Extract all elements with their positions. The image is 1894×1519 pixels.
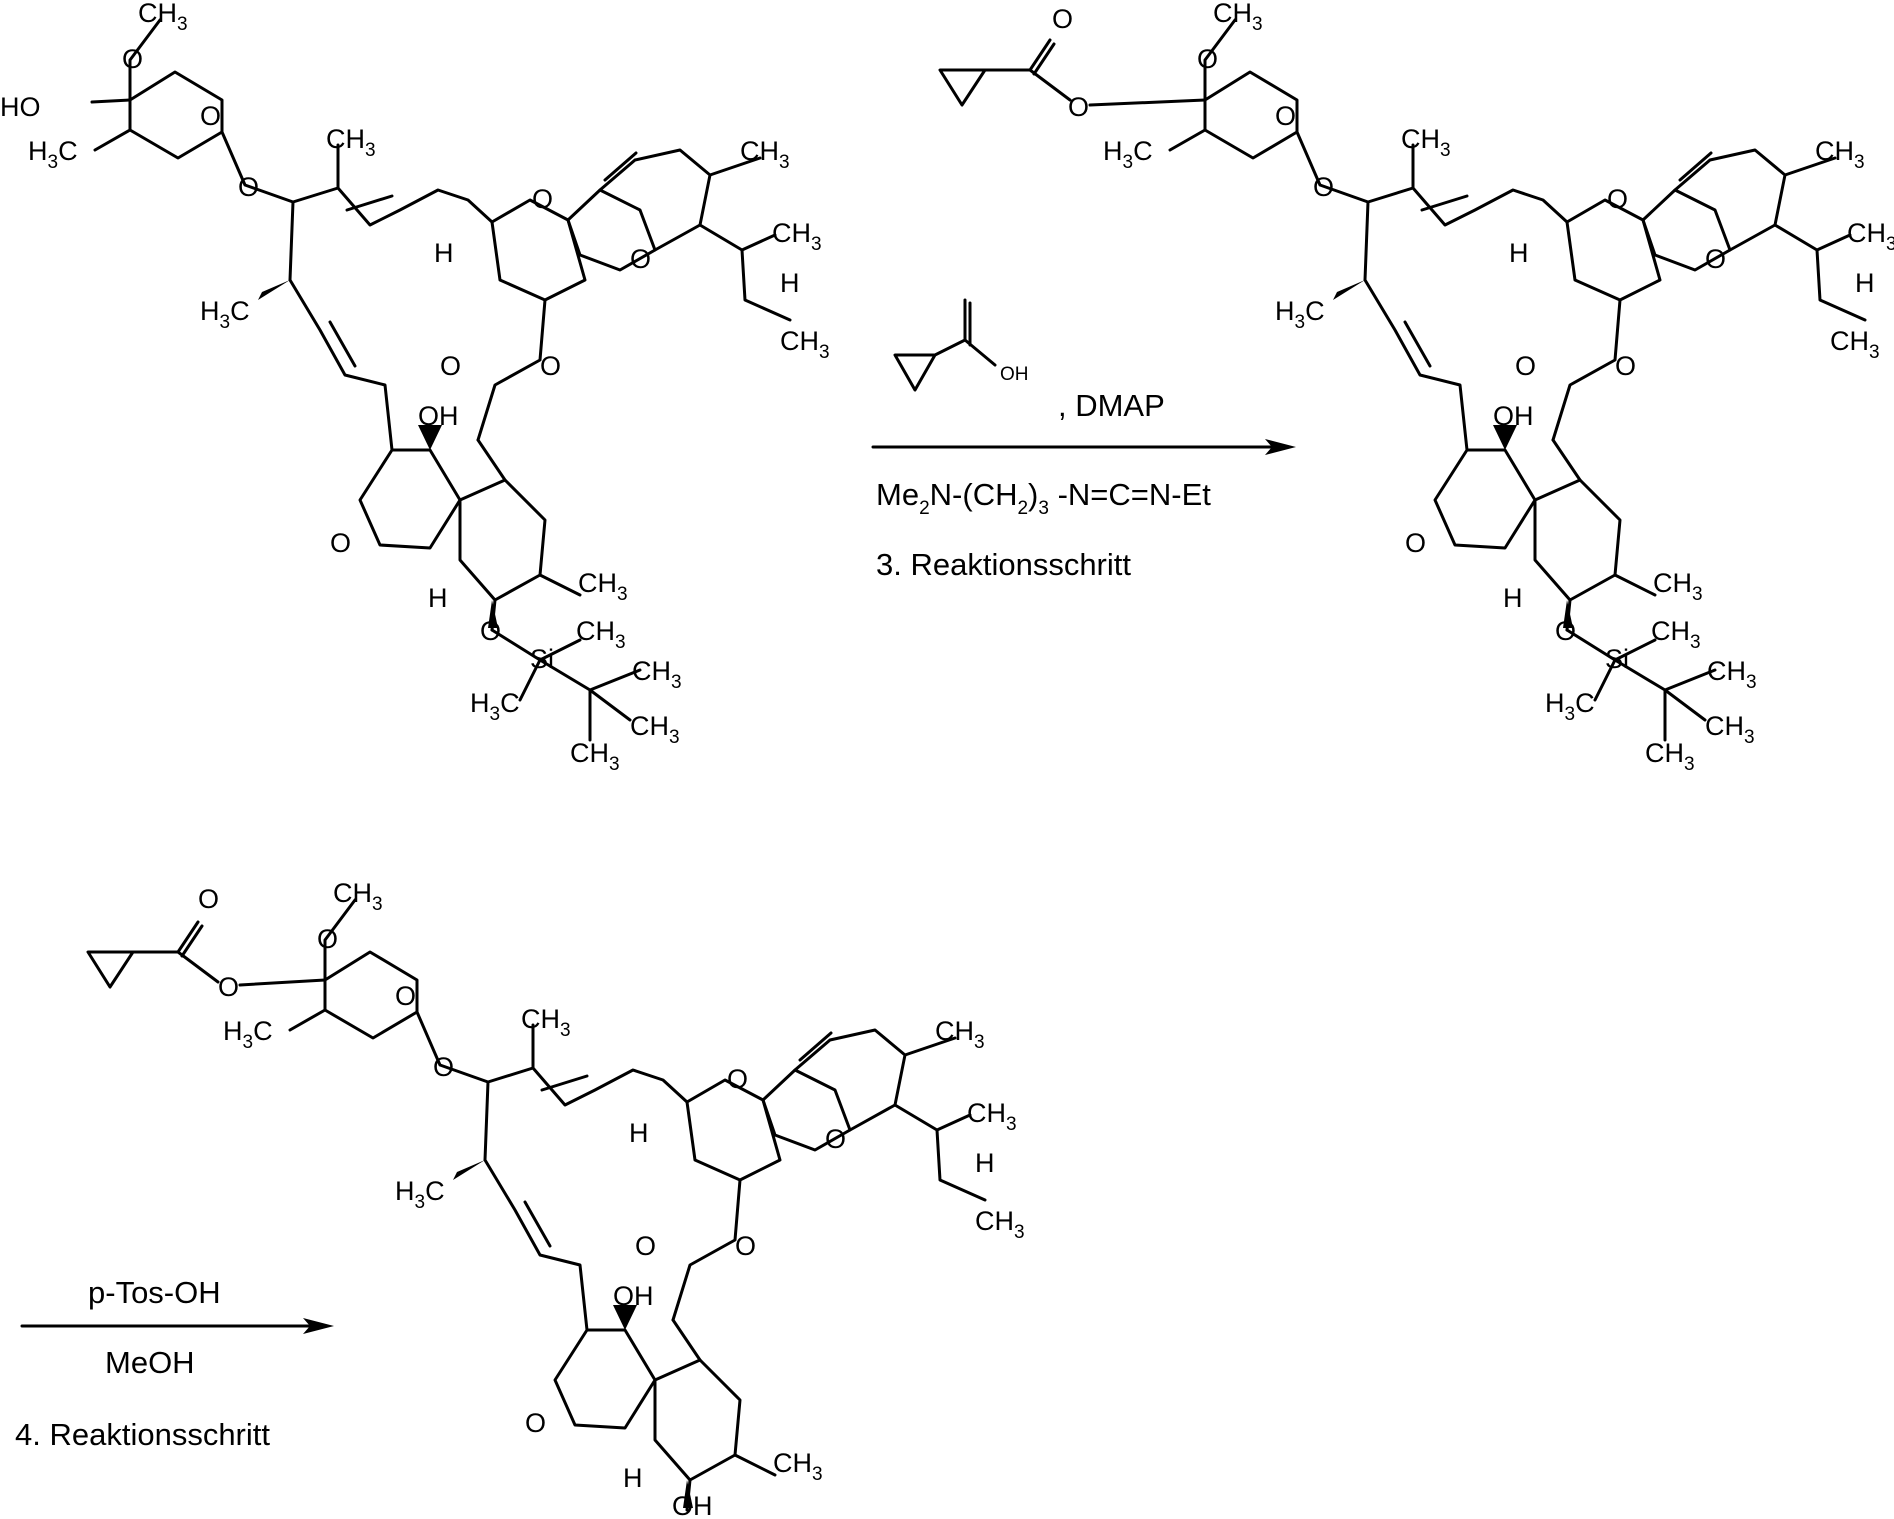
hydrogen-label: H [629, 1118, 649, 1148]
reaction-step-4: p-Tos-OH MeOH 4. Reaktionsschritt [15, 1275, 334, 1452]
oxygen-label: O [735, 1231, 756, 1261]
oxygen-label: O [1555, 616, 1576, 646]
oxygen-label: O [200, 101, 221, 131]
oxygen-label: O [1313, 172, 1334, 202]
methoxy-label: CH3 [138, 0, 188, 35]
oxygen-label: O [480, 616, 501, 646]
carbonyl-oxygen-label: O [440, 351, 461, 381]
hydrogen-label: H [1503, 583, 1523, 613]
methyl-label: CH3 [578, 568, 628, 605]
methyl-label: CH3 [576, 616, 626, 653]
hydrogen-label: H [1855, 268, 1875, 298]
oxygen-label: O [1405, 528, 1426, 558]
methyl-label: CH3 [326, 124, 376, 161]
hydrogen-label: H [1509, 238, 1529, 268]
silicon-label: Si [1605, 644, 1629, 674]
step-3-label: 3. Reaktionsschritt [876, 547, 1131, 582]
methyl-label: CH3 [975, 1206, 1025, 1243]
methyl-label: CH3 [1815, 136, 1865, 173]
methyl-label: H3C [1275, 296, 1325, 333]
methyl-label: H3C [200, 296, 250, 333]
methyl-label: CH3 [1645, 738, 1695, 775]
oxygen-label: O [433, 1052, 454, 1082]
reaction-step-3: OH , DMAP Me2N-(CH2)3 -N=C=N-Et 3. Reakt… [873, 300, 1296, 582]
carbonyl-oxygen-label: O [635, 1231, 656, 1261]
methyl-label: CH3 [773, 1448, 823, 1485]
oxygen-label: O [727, 1064, 748, 1094]
methyl-label: H3C [223, 1016, 273, 1053]
oxygen-label: O [122, 44, 143, 74]
methyl-label: CH3 [1651, 616, 1701, 653]
hydrogen-label: H [623, 1463, 643, 1493]
methyl-label: CH3 [521, 1004, 571, 1041]
oxygen-label: O [238, 172, 259, 202]
carbonyl-oxygen-label: O [1052, 4, 1073, 34]
oxygen-label: O [532, 184, 553, 214]
methyl-label: CH3 [935, 1016, 985, 1053]
hydrogen-label: H [975, 1148, 995, 1178]
silicon-label: Si [530, 644, 554, 674]
methyl-label: H3C [1103, 136, 1153, 173]
acid-hydroxy-label: OH [1000, 364, 1029, 385]
hydroxy-label: OH [672, 1491, 713, 1519]
methyl-label: CH3 [780, 326, 830, 363]
methyl-label: CH3 [1705, 711, 1755, 748]
methyl-label: CH3 [740, 136, 790, 173]
cyclopropanecarboxylic-acid-structure [895, 300, 995, 390]
methyl-label: CH3 [1653, 568, 1703, 605]
methyl-label: CH3 [630, 711, 680, 748]
oxygen-label: O [525, 1408, 546, 1438]
oxygen-label: O [825, 1124, 846, 1154]
carbodiimide-label: Me2N-(CH2)3 -N=C=N-Et [876, 477, 1211, 519]
methyl-label: H3C [28, 136, 78, 173]
methyl-label: H3C [1545, 688, 1595, 725]
hydrogen-label: H [434, 238, 454, 268]
carbonyl-oxygen-label: O [1515, 351, 1536, 381]
methyl-label: CH3 [1401, 124, 1451, 161]
ester-oxygen-label: O [1068, 92, 1089, 122]
dmap-label: , DMAP [1058, 388, 1165, 423]
oxygen-label: O [540, 351, 561, 381]
methoxy-label: CH3 [333, 878, 383, 915]
oxygen-label: O [317, 924, 338, 954]
oxygen-label: O [395, 981, 416, 1011]
methyl-label: CH3 [1847, 218, 1894, 255]
starting-material-structure: CH3 O HO O H3C O CH3 H3C O O H CH3 CH3 H… [0, 0, 830, 775]
methyl-label: CH3 [772, 218, 822, 255]
carbonyl-oxygen-label: O [198, 884, 219, 914]
methyl-label: CH3 [1707, 656, 1757, 693]
methyl-label: H3C [470, 688, 520, 725]
methyl-label: CH3 [570, 738, 620, 775]
oxygen-label: O [1615, 351, 1636, 381]
hydroxy-label: OH [1493, 401, 1534, 431]
methyl-label: H3C [395, 1176, 445, 1213]
hydroxy-label: OH [418, 401, 459, 431]
methoxy-label: CH3 [1213, 0, 1263, 35]
oxygen-label: O [1197, 44, 1218, 74]
methanol-label: MeOH [105, 1345, 195, 1380]
ester-oxygen-label: O [218, 972, 239, 1002]
methyl-label: CH3 [967, 1098, 1017, 1135]
hydrogen-label: H [780, 268, 800, 298]
oxygen-label: O [330, 528, 351, 558]
step-4-label: 4. Reaktionsschritt [15, 1417, 270, 1452]
hydroxy-label: HO [0, 92, 41, 122]
methyl-label: CH3 [1830, 326, 1880, 363]
hydroxy-label: OH [613, 1281, 654, 1311]
oxygen-label: O [1275, 101, 1296, 131]
tosic-acid-label: p-Tos-OH [88, 1275, 221, 1310]
hydrogen-label: H [428, 583, 448, 613]
oxygen-label: O [1607, 184, 1628, 214]
oxygen-label: O [1705, 244, 1726, 274]
oxygen-label: O [630, 244, 651, 274]
methyl-label: CH3 [632, 656, 682, 693]
